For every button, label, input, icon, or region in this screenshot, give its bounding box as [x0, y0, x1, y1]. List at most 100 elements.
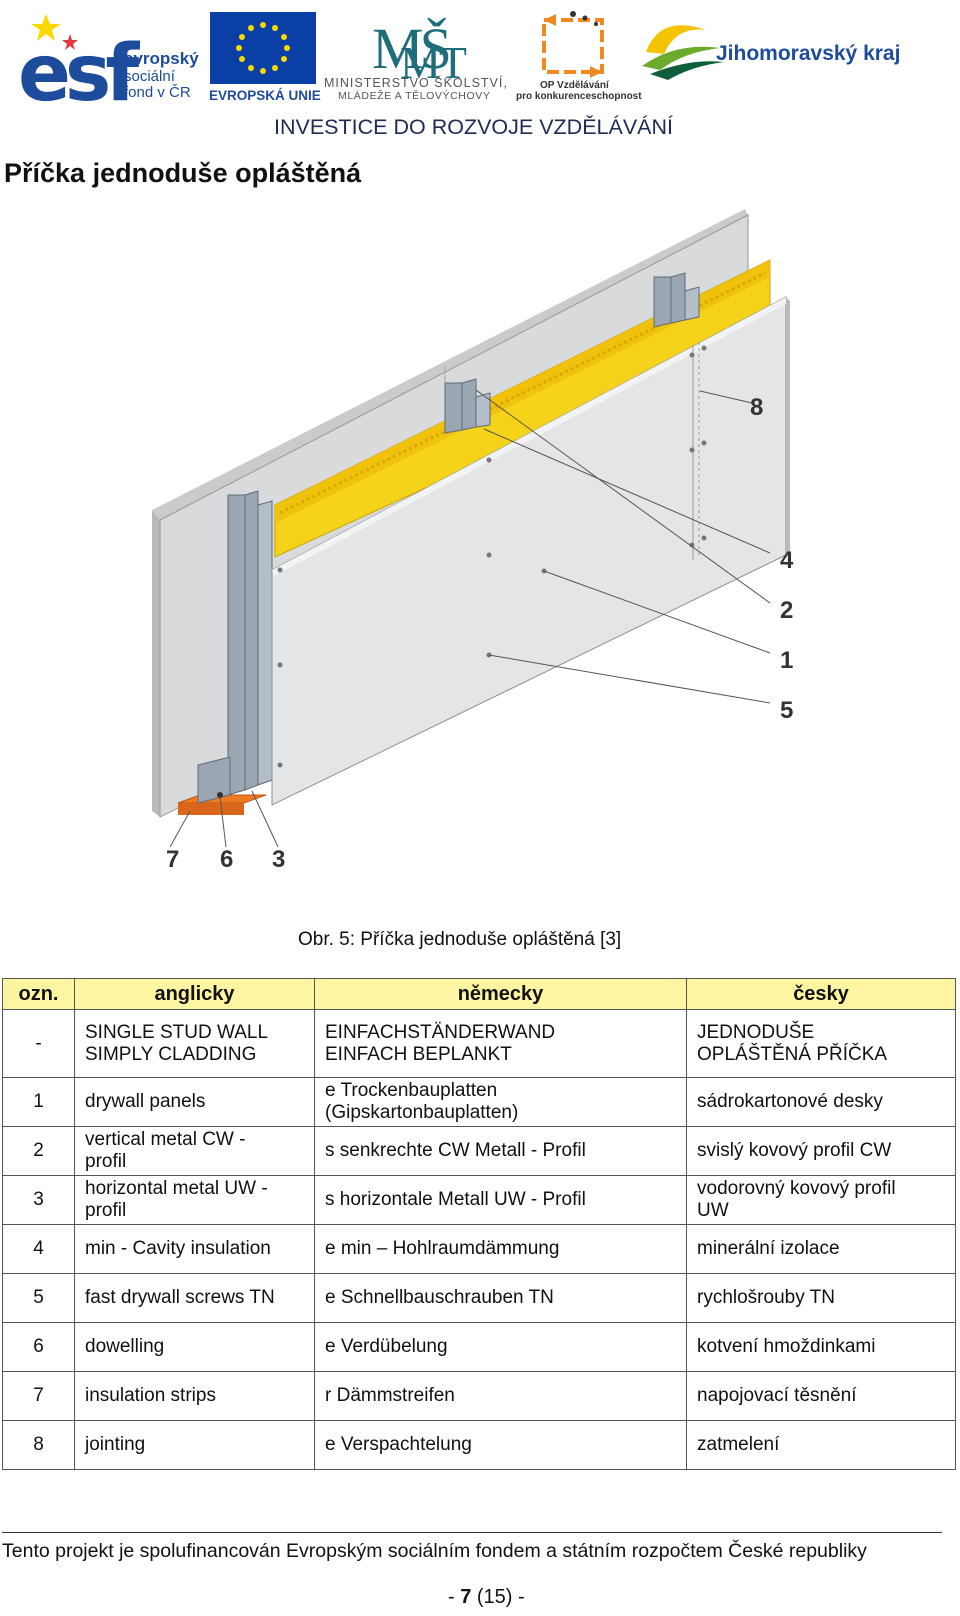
- esf-logo: esf evropský sociální fond v ČR: [18, 14, 199, 119]
- cell-en: horizontal metal UW -profil: [74, 1175, 315, 1225]
- cell-line: fast drywall screws TN: [85, 1287, 275, 1308]
- kraj-logo: Jihomoravský kraj: [642, 25, 900, 80]
- cell-en: insulation strips: [74, 1371, 315, 1421]
- footer-rule: [2, 1532, 942, 1533]
- cell-de: e Schnellbauschrauben TN: [314, 1273, 687, 1323]
- cell-cz: minerální izolace: [686, 1224, 956, 1274]
- callout-2: 2: [780, 597, 793, 624]
- cell-line: jointing: [85, 1434, 146, 1455]
- cell-line: profil: [85, 1200, 127, 1221]
- cell-line: vertical metal CW -: [85, 1129, 246, 1150]
- msmt-logo: MŠ MT MINISTERSTVO ŠKOLSTVÍ, MLÁDEŽE A T…: [324, 16, 508, 102]
- callout-8: 8: [750, 394, 763, 421]
- header-cesky: česky: [686, 978, 956, 1010]
- row-number: 6: [2, 1322, 75, 1372]
- op-line-1: OP Vzdělávání: [540, 80, 610, 91]
- cell-en: dowelling: [74, 1322, 315, 1372]
- cell-en: fast drywall screws TN: [74, 1273, 315, 1323]
- svg-text:esf: esf: [18, 29, 140, 119]
- cell-de: s horizontale Metall UW - Profil: [314, 1175, 687, 1225]
- eu-logo: EVROPSKÁ UNIE: [209, 12, 321, 103]
- terms-table-body: ozn. anglicky německy česky -SINGLE STUD…: [2, 978, 956, 1470]
- cell-line: (Gipskartonbauplatten): [325, 1102, 519, 1123]
- header-logos: esf evropský sociální fond v ČR EVROPSKÁ…: [0, 0, 960, 145]
- cell-de: s senkrechte CW Metall - Profil: [314, 1126, 687, 1176]
- row-number: 3: [2, 1175, 75, 1225]
- callout-7: 7: [166, 846, 179, 873]
- msmt-line-1: MINISTERSTVO ŠKOLSTVÍ,: [324, 75, 508, 90]
- cell-line: SIMPLY CLADDING: [85, 1043, 257, 1065]
- cell-cz: sádrokartonové desky: [686, 1077, 956, 1127]
- eu-label: EVROPSKÁ UNIE: [209, 88, 321, 103]
- figure-caption: Obr. 5: Příčka jednoduše opláštěná [3]: [298, 929, 622, 950]
- table-header-row: ozn. anglicky německy česky: [2, 978, 956, 1010]
- row-number: 4: [2, 1224, 75, 1274]
- cell-line: SINGLE STUD WALL: [85, 1021, 269, 1043]
- cell-line: JEDNODUŠE: [697, 1021, 815, 1043]
- op-logo: OP Vzdělávání pro konkurenceschopnost: [516, 11, 642, 102]
- cell-cz: napojovací těsnění: [686, 1371, 956, 1421]
- callout-4: 4: [780, 547, 794, 574]
- cell-line: s senkrechte CW Metall - Profil: [325, 1140, 586, 1161]
- esf-line-3: fond v ČR: [124, 84, 191, 101]
- cell-line: OPLÁŠTĚNÁ PŘÍČKA: [697, 1043, 888, 1065]
- page-title: Příčka jednoduše opláštěná: [4, 158, 362, 188]
- cell-de: e Verspachtelung: [314, 1420, 687, 1470]
- cell-line: dowelling: [85, 1336, 165, 1357]
- callout-3: 3: [272, 846, 285, 873]
- row-number: 2: [2, 1126, 75, 1176]
- svg-text:MT: MT: [400, 37, 467, 88]
- footer-text: Tento projekt je spolufinancován Evropsk…: [2, 1540, 867, 1562]
- cell-line: drywall panels: [85, 1091, 206, 1112]
- cell-line: e Schnellbauschrauben TN: [325, 1287, 554, 1308]
- wall-illustration: 8 4 2 1 5 7 6 3: [140, 205, 830, 905]
- cell-line: r Dämmstreifen: [325, 1385, 455, 1406]
- cell-line: horizontal metal UW -: [85, 1178, 268, 1199]
- cell-cz: kotvení hmoždinkami: [686, 1322, 956, 1372]
- wall-drawing: 8 4 2 1 5 7 6 3: [152, 209, 794, 873]
- op-line-2: pro konkurenceschopnost: [516, 91, 642, 102]
- cell-line: rychlošrouby TN: [697, 1287, 835, 1308]
- cell-de: e Trockenbauplatten(Gipskartonbauplatten…: [314, 1077, 687, 1127]
- cell-en: drywall panels: [74, 1077, 315, 1127]
- cell-line: minerální izolace: [697, 1238, 840, 1259]
- msmt-line-2: MLÁDEŽE A TĚLOVÝCHOVY: [338, 89, 490, 102]
- cell-line: e Verspachtelung: [325, 1434, 472, 1455]
- cell-line: min - Cavity insulation: [85, 1238, 271, 1259]
- table-row: 7 insulation strips r Dämmstreifen napojova…: [2, 1371, 956, 1421]
- cell-en: vertical metal CW -profil: [74, 1126, 315, 1176]
- page-number-current: 7: [460, 1586, 472, 1608]
- page-number-prefix: -: [448, 1586, 461, 1608]
- callout-1: 1: [780, 647, 793, 674]
- cell-en: min - Cavity insulation: [74, 1224, 315, 1274]
- logo-strip: esf evropský sociální fond v ČR EVROPSKÁ…: [18, 11, 900, 139]
- callout-5: 5: [780, 697, 793, 724]
- cell-line: e min – Hohlraumdämmung: [325, 1238, 560, 1259]
- slogan: INVESTICE DO ROZVOJE VZDĚLÁVÁNÍ: [274, 114, 673, 139]
- esf-line-2: sociální: [124, 68, 176, 85]
- cell-cz: zatmelení: [686, 1420, 956, 1470]
- cell-line: e Trockenbauplatten: [325, 1080, 498, 1101]
- cell-line: e Verdübelung: [325, 1336, 448, 1357]
- table-row: 6 dowelling e Verdübelung kotvení hmoždinka…: [2, 1322, 956, 1372]
- cell-line: insulation strips: [85, 1385, 216, 1406]
- table-row: 4 min - Cavity insulation e min – Hohlraum…: [2, 1224, 956, 1274]
- cell-line: sádrokartonové desky: [697, 1091, 883, 1112]
- row-number: 7: [2, 1371, 75, 1421]
- cell-de: r Dämmstreifen: [314, 1371, 687, 1421]
- page-number-suffix: (15) -: [471, 1586, 525, 1608]
- cell-cz: svislý kovový profil CW: [686, 1126, 956, 1176]
- cell-line: svislý kovový profil CW: [697, 1140, 892, 1161]
- cell-line: kotvení hmoždinkami: [697, 1336, 876, 1357]
- page-number: - 7 (15) -: [448, 1586, 525, 1609]
- kraj-label: Jihomoravský kraj: [716, 42, 900, 65]
- cell-line: profil: [85, 1151, 127, 1172]
- cell-line: EINFACH BEPLANKT: [325, 1043, 512, 1065]
